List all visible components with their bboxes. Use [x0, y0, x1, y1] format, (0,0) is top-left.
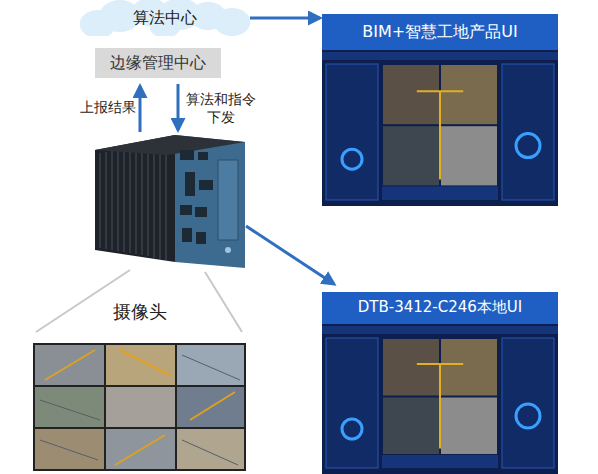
node-label: BIM+智慧工地产品UI [362, 23, 517, 41]
arrow-label: 算法和指令下发 [184, 90, 258, 126]
node-label: 边缘管理中心 [110, 54, 206, 72]
arrow-label: 上报结果 [66, 98, 136, 116]
industrial-pc [95, 135, 245, 268]
screenshot [322, 292, 558, 474]
text-holder: 算法中心 [80, 0, 250, 36]
camera-mosaic [33, 343, 246, 471]
screen-panel: BIM+智慧工地产品UI [322, 14, 558, 206]
process-box: 边缘管理中心 [95, 48, 221, 78]
node-label: DTB-3412-C246本地UI [358, 299, 523, 316]
cloud-node: 算法中心 [80, 0, 250, 36]
screen-panel: DTB-3412-C246本地UI [322, 292, 558, 474]
flow-arrow [250, 17, 320, 20]
text-holder: 边缘管理中心 [95, 48, 221, 78]
node-label: 算法中心 [133, 9, 197, 27]
text-holder: DTB-3412-C246本地UI [322, 292, 558, 324]
screenshot [322, 14, 558, 206]
section-label: 摄像头 [92, 300, 188, 323]
text-holder: BIM+智慧工地产品UI [322, 14, 558, 50]
